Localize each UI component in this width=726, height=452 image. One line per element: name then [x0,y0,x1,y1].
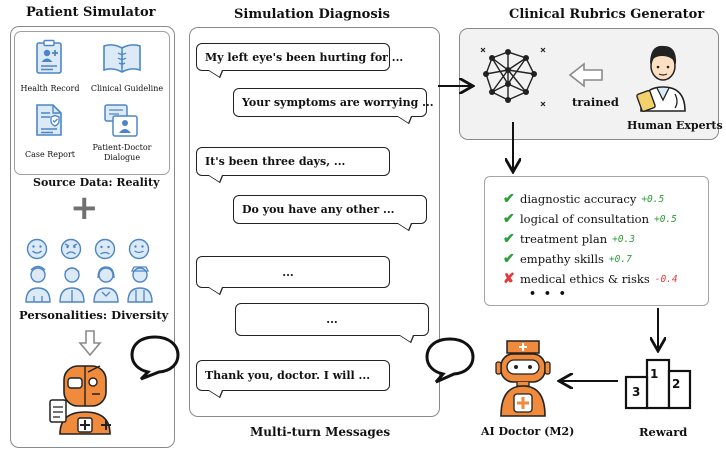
message-bubble-1: My left eye's been hurting for ... [196,43,403,78]
rubric-item: ✔ empathy skills +0.7 [503,249,678,269]
speech-bubble-icon-doctor [425,337,475,384]
ai-doctor-label: AI Doctor (M2) [481,425,575,438]
rubric-score: -0.4 [654,273,678,285]
message-text-6: ... [326,313,338,326]
message-text-1: My left eye's been hurting for ... [205,50,404,64]
rubric-label: medical ethics & risks [520,272,650,286]
patient-personas-icons [25,265,153,303]
check-icon: ✔ [503,231,515,247]
source-label-case-report: Case Report [24,150,75,159]
rubric-score: +0.7 [608,253,632,265]
rubric-score: +0.3 [612,233,635,245]
rubric-item: ✔ diagnostic accuracy +0.5 [503,189,678,209]
case-report-icon [36,104,62,136]
simulation-diagnosis-title: Simulation Diagnosis [234,7,390,22]
human-experts-label: Human Experts [627,119,723,132]
rubrics-generator-title: Clinical Rubrics Generator [509,7,705,22]
message-bubble-4: Do you have any other ... [233,195,427,231]
reward-label: Reward [639,425,688,439]
rubric-scores-panel [484,176,709,306]
source-label-dialogue: Patient-Doctor Dialogue [92,143,152,162]
podium-place-1: 1 [650,367,659,381]
neural-network-icon [480,47,546,107]
rubric-label: logical of consultation [520,212,649,226]
check-icon: ✔ [503,251,515,267]
rubric-label: empathy skills [520,252,604,266]
message-bubble-5: ... [196,256,390,295]
source-caption: Source Data: Reality [33,176,160,189]
rubric-item: ✔ treatment plan +0.3 [503,229,678,249]
ai-doctor-robot-icon [495,340,551,417]
reward-podium-icon [624,358,692,410]
personalities-caption: Personalities: Diversity [19,308,169,322]
source-label-health-record: Health Record [20,84,80,93]
plus-symbol: + [70,188,99,228]
rubrics-generator-panel [459,28,719,140]
clinical-guideline-icon [103,44,141,73]
dialogue-icon [104,104,138,137]
health-record-icon [36,39,62,74]
cross-icon: ✘ [503,271,515,287]
rubric-label: diagnostic accuracy [520,192,637,206]
messages-caption: Multi-turn Messages [250,425,391,439]
down-arrow-icon [78,330,102,357]
message-text-4: Do you have any other ... [242,203,395,216]
message-bubble-6: ... [235,303,429,343]
emotion-faces-icons [26,238,150,260]
message-text-2: Your symptoms are worrying ... [242,96,434,109]
simulated-patient-robot-icon [49,365,111,435]
source-data-panel [14,31,170,175]
human-expert-doctor-icon [636,45,686,112]
message-bubble-7: Thank you, doctor. I will ... [196,360,390,398]
message-text-5: ... [282,265,294,279]
message-text-3: It's been three days, ... [205,155,346,168]
message-bubble-3: It's been three days, ... [196,147,390,183]
trained-label: trained [572,95,619,109]
rubric-item: ✘ medical ethics & risks -0.4 [503,269,678,289]
trained-arrow-icon [568,62,603,88]
rubric-score: +0.5 [653,213,677,225]
message-bubble-2: Your symptoms are worrying ... [233,88,434,124]
patient-simulator-title: Patient Simulator [26,5,156,20]
message-text-7: Thank you, doctor. I will ... [205,369,371,382]
rubrics-ellipsis: • • • [529,287,568,300]
speech-bubble-icon-patient [130,335,180,381]
podium-place-3: 3 [632,385,641,399]
rubric-score: +0.5 [641,193,665,205]
rubric-label: treatment plan [520,232,608,246]
rubric-list: ✔ diagnostic accuracy +0.5 ✔ logical of … [503,189,678,289]
source-label-clinical-guideline: Clinical Guideline [90,84,164,93]
podium-place-2: 2 [672,377,681,391]
rubric-item: ✔ logical of consultation +0.5 [503,209,678,229]
check-icon: ✔ [503,191,515,207]
check-icon: ✔ [503,211,515,227]
